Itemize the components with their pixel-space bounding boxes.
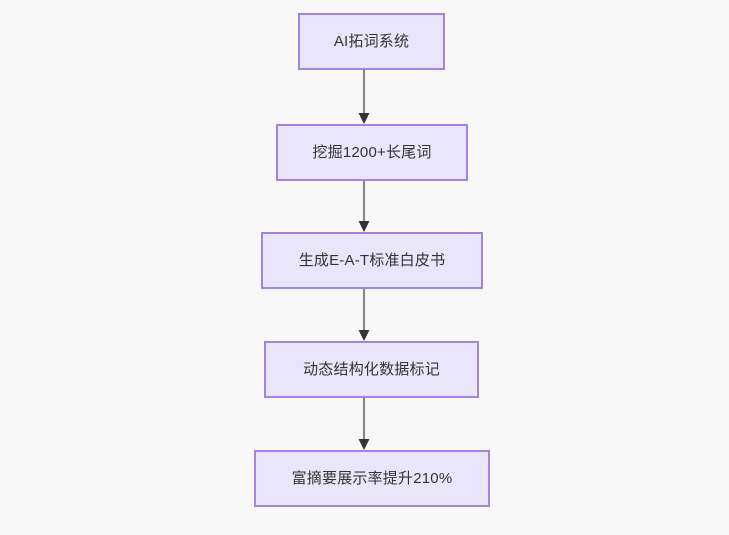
- flowchart-node-n5[interactable]: 富摘要展示率提升210%: [254, 450, 490, 507]
- flowchart-node-n2[interactable]: 挖掘1200+长尾词: [276, 124, 468, 181]
- flowchart-node-n1[interactable]: AI拓词系统: [298, 13, 445, 70]
- flowchart-node-n4[interactable]: 动态结构化数据标记: [264, 341, 479, 398]
- flowchart-node-label: 动态结构化数据标记: [303, 361, 440, 378]
- flowchart-node-label: 富摘要展示率提升210%: [291, 470, 453, 487]
- flowchart-edge: [355, 398, 373, 450]
- edge-arrowhead-icon: [358, 330, 370, 341]
- edge-arrowhead-icon: [358, 439, 370, 450]
- flowchart-edge: [355, 181, 373, 232]
- flowchart-node-label: 挖掘1200+长尾词: [312, 144, 432, 161]
- flowchart-node-label: AI拓词系统: [333, 33, 410, 50]
- flowchart-edge: [355, 70, 373, 124]
- flowchart-node-n3[interactable]: 生成E-A-T标准白皮书: [261, 232, 483, 289]
- edge-arrowhead-icon: [358, 221, 370, 232]
- flowchart-edge: [355, 289, 373, 341]
- edge-arrowhead-icon: [358, 113, 370, 124]
- flowchart-node-label: 生成E-A-T标准白皮书: [298, 252, 446, 269]
